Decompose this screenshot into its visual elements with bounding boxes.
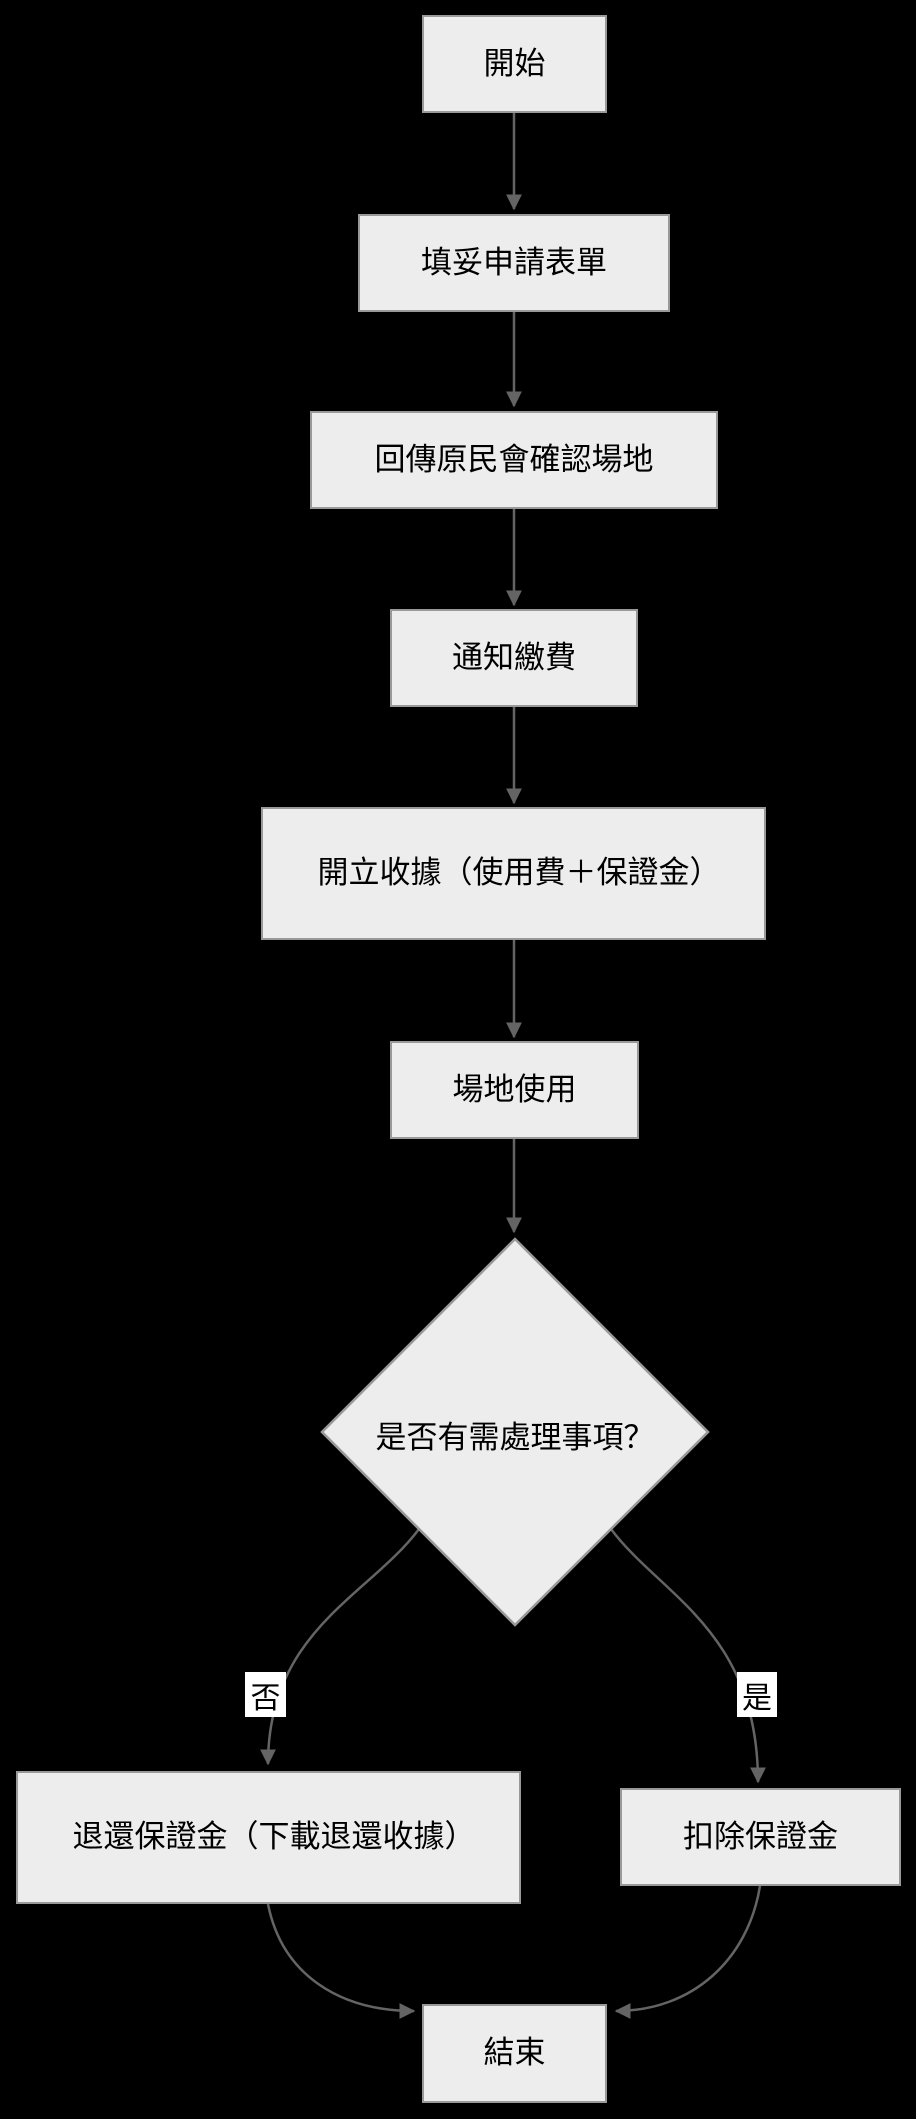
- decision-diamond-shape: [320, 1237, 710, 1627]
- node-end-label: 結束: [483, 2035, 546, 2072]
- node-venue-use: 場地使用: [390, 1041, 639, 1139]
- node-fill-form: 填妥申請表單: [358, 214, 670, 312]
- node-decision-label: 是否有需處理事項？: [375, 1419, 655, 1456]
- edge-refund-to-end: [266, 1903, 416, 2019]
- node-issue-receipt-label: 開立收據（使用費＋保證金）: [317, 855, 721, 892]
- node-venue-use-label: 場地使用: [452, 1071, 577, 1108]
- node-end: 結束: [422, 2004, 607, 2103]
- node-start-label: 開始: [483, 45, 546, 82]
- node-return-confirm-label: 回傳原民會確認場地: [374, 441, 654, 478]
- node-return-confirm: 回傳原民會確認場地: [310, 411, 718, 509]
- node-fill-form-label: 填妥申請表單: [421, 244, 607, 281]
- edge-decision-yes-to-deduct: [609, 1528, 766, 1784]
- edge-label-no: 否: [245, 1672, 286, 1717]
- edge-label-yes: 是: [737, 1672, 777, 1717]
- node-refund-deposit: 退還保證金（下載退還收據）: [16, 1771, 521, 1904]
- node-issue-receipt: 開立收據（使用費＋保證金）: [261, 807, 766, 940]
- node-deduct-deposit-label: 扣除保證金: [683, 1818, 838, 1855]
- node-start: 開始: [422, 15, 607, 113]
- node-deduct-deposit: 扣除保證金: [620, 1788, 901, 1886]
- node-refund-deposit-label: 退還保證金（下載退還收據）: [72, 1819, 476, 1856]
- edge-decision-no-to-refund: [260, 1528, 421, 1766]
- node-notify-payment-label: 通知繳費: [452, 639, 576, 676]
- edge-deduct-to-end: [614, 1885, 762, 2019]
- node-notify-payment: 通知繳費: [390, 609, 638, 707]
